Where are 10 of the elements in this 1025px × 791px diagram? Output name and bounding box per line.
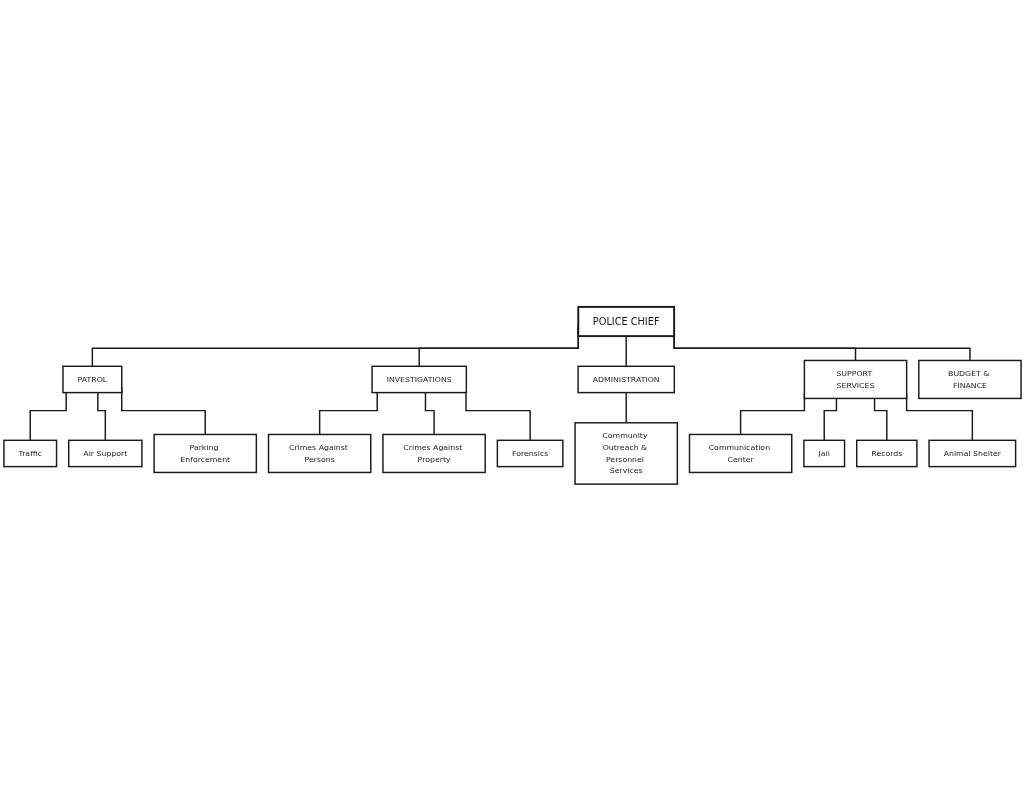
connector (625, 391, 627, 424)
connector (29, 391, 67, 442)
connector (424, 391, 435, 436)
connector (97, 391, 107, 442)
connector (625, 335, 627, 367)
node-box: POLICE CHIEF (577, 305, 676, 338)
connector (823, 397, 838, 442)
connector (318, 391, 378, 436)
connector (465, 391, 531, 442)
connector (873, 397, 888, 442)
